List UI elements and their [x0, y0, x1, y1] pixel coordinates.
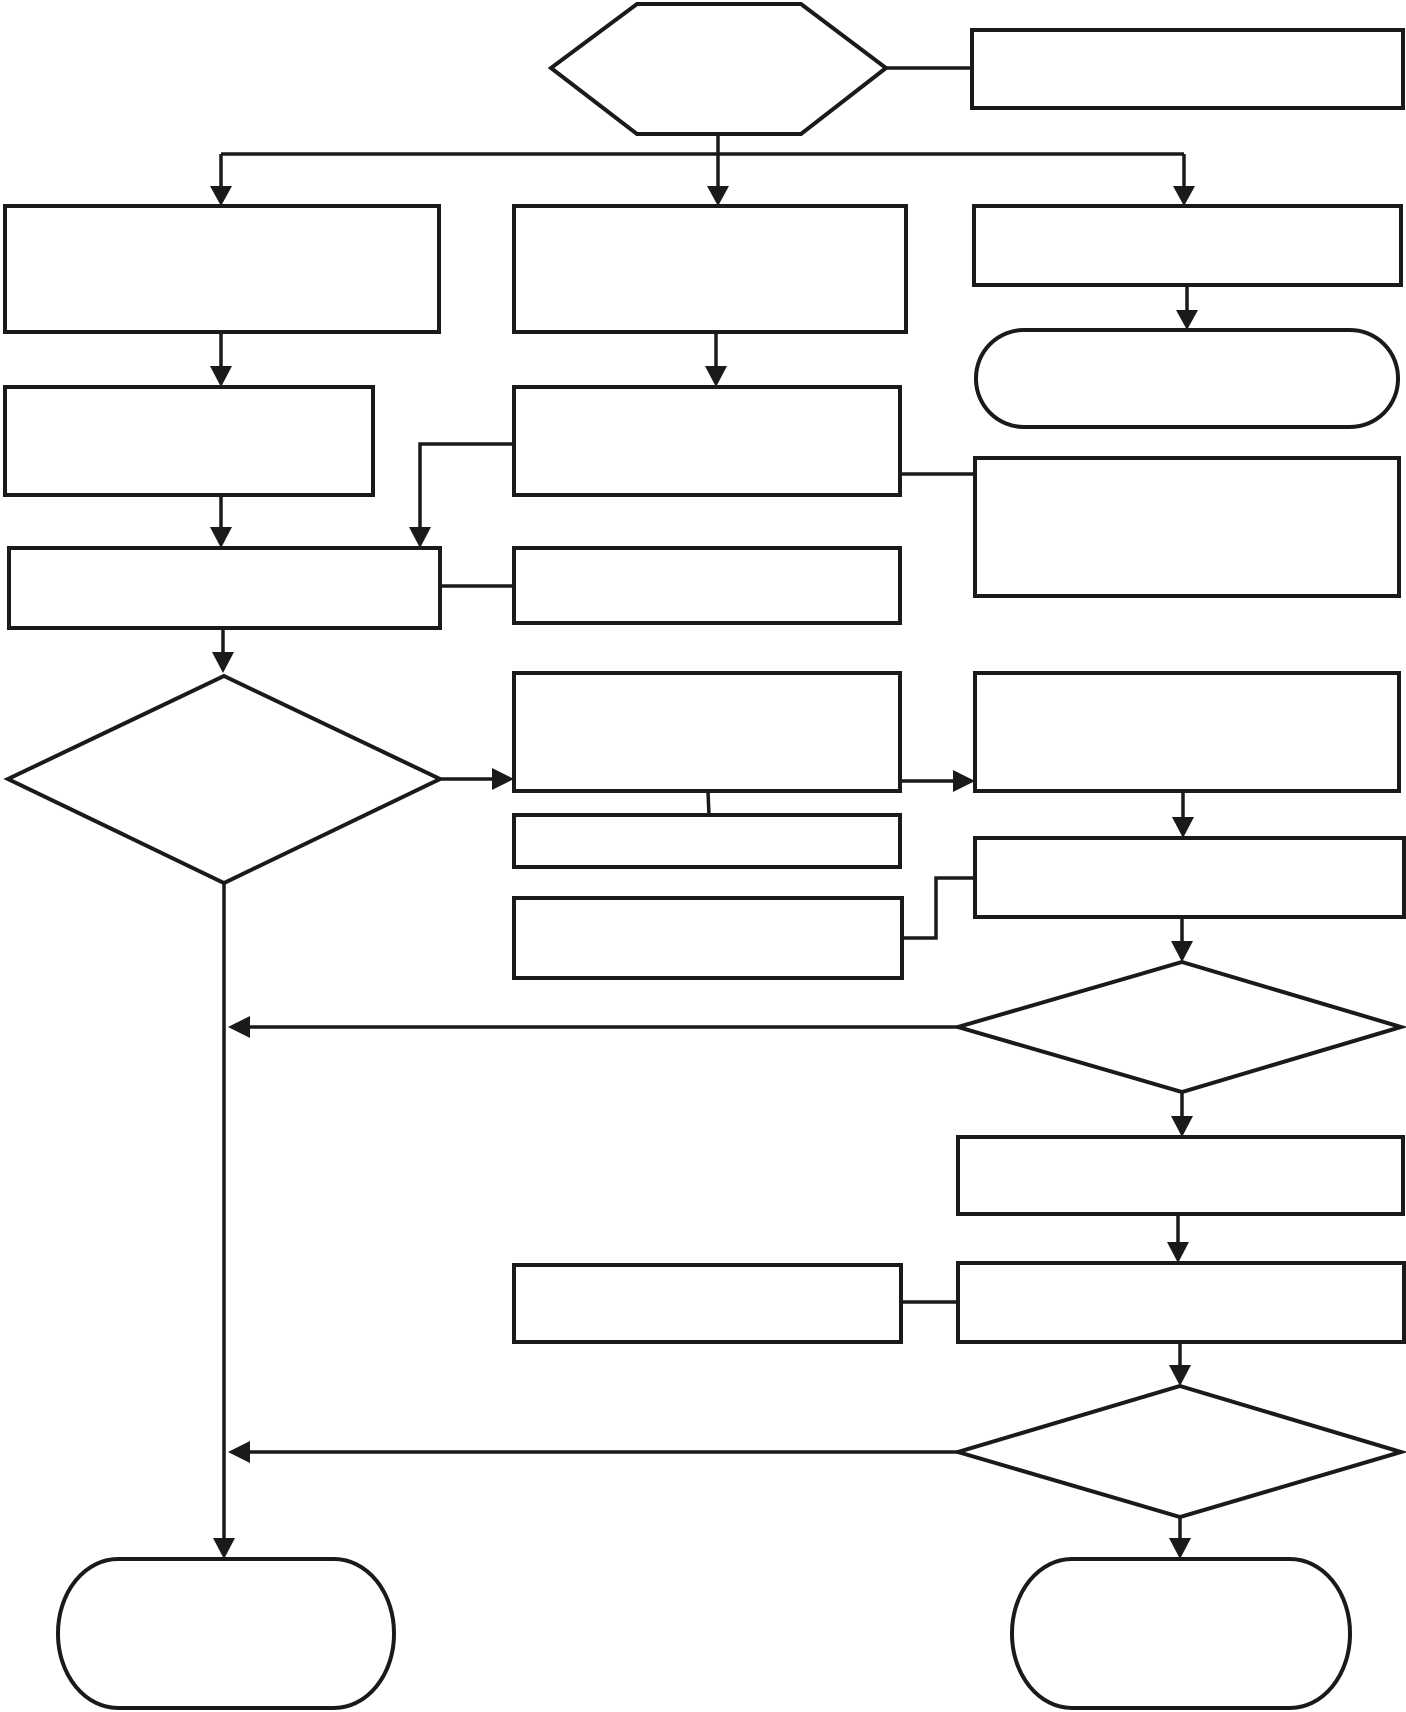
right-decision-2-diamond [950, 1383, 1406, 1520]
left-2-box [3, 385, 375, 497]
nodes [3, 1, 1406, 1710]
arrow-to-left-decision [212, 652, 234, 673]
edge-mid-4-to-mid-note-4 [706, 791, 711, 816]
arrow-decision-2-to-left [228, 1441, 250, 1463]
arrow-to-mid-1 [707, 186, 729, 206]
left-3-box [7, 546, 442, 630]
mid-note-7-box [512, 1263, 903, 1344]
right-terminal-top [974, 328, 1400, 429]
mid-1-box [512, 204, 908, 334]
connectors [219, 66, 1189, 1545]
arrow-to-right-6 [1171, 1116, 1193, 1137]
arrow-to-end-left [213, 1538, 235, 1559]
arrow-to-mid-4 [492, 768, 514, 790]
arrow-to-left-3-from-left-2 [210, 527, 232, 548]
mid-note-5-box [512, 896, 904, 980]
right-decision-1-diamond [950, 959, 1406, 1095]
arrow-to-left-1 [210, 186, 232, 206]
mid-2-box [512, 385, 902, 497]
right-7-box [956, 1261, 1406, 1344]
arrow-to-right-4 [953, 770, 975, 792]
start-hexagon [547, 1, 890, 136]
arrow-to-right-terminal [1176, 310, 1198, 330]
arrow-to-end-right [1169, 1538, 1191, 1559]
arrow-to-mid-2 [705, 366, 727, 387]
right-note-2-box [973, 456, 1401, 598]
end-left-terminal [56, 1557, 396, 1710]
mid-4-box [512, 671, 902, 793]
edge-mid-note-5-to-right-5 [902, 876, 975, 940]
left-1-box [3, 204, 441, 334]
right-6-box [956, 1135, 1405, 1216]
arrow-to-left-2 [210, 366, 232, 387]
right-1-box [972, 204, 1403, 287]
edge-mid-2-to-left-3 [418, 442, 514, 528]
arrow-to-left-3-from-mid-2 [409, 527, 431, 548]
arrowheads [210, 186, 1198, 1559]
mid-note-4-box [512, 813, 902, 869]
arrow-decision-1-to-left [228, 1016, 250, 1038]
arrow-to-right-decision-2 [1169, 1365, 1191, 1386]
start-note-box [970, 28, 1405, 110]
right-5-box [973, 836, 1406, 919]
arrow-to-right-5 [1172, 817, 1194, 838]
end-right-terminal [1010, 1557, 1352, 1710]
arrow-to-right-decision-1 [1171, 941, 1193, 962]
arrow-to-right-1 [1173, 186, 1195, 206]
left-decision-diamond [3, 673, 445, 886]
right-4-box [973, 671, 1401, 793]
arrow-to-right-7 [1167, 1242, 1189, 1263]
mid-note-3-box [512, 546, 902, 625]
